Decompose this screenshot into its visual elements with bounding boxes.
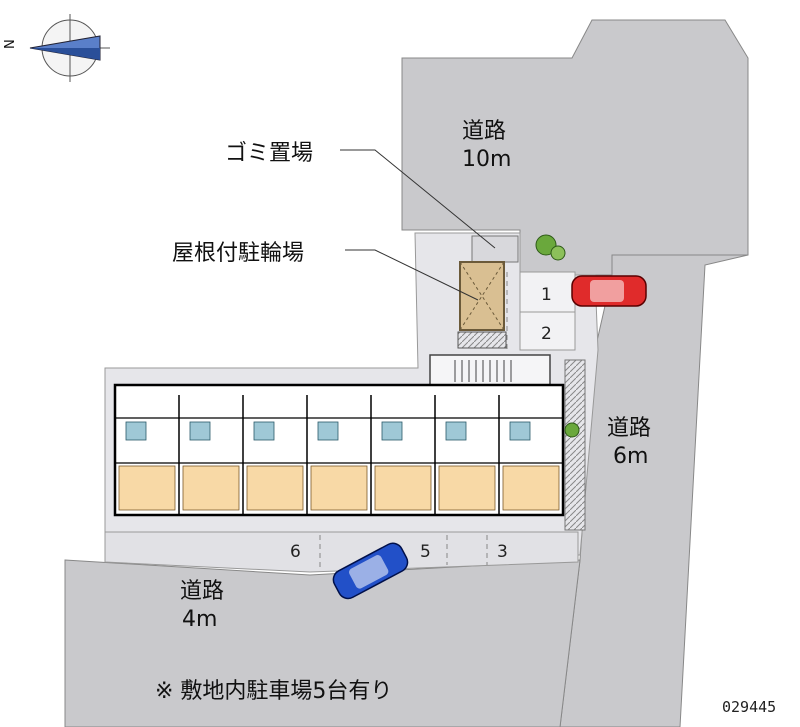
room-floors bbox=[118, 465, 560, 511]
garbage-label: ゴミ置場 bbox=[225, 141, 313, 166]
east-hedge bbox=[564, 359, 586, 531]
tree-north bbox=[535, 234, 557, 256]
parking-number-1: 1 bbox=[541, 285, 552, 305]
footnote: ※ 敷地内駐車場5台有り bbox=[155, 679, 392, 704]
road-south-width: 4m bbox=[182, 607, 217, 632]
tree-east bbox=[564, 422, 580, 438]
road-east-name: 道路 bbox=[607, 416, 651, 441]
bicycle-racks bbox=[457, 331, 507, 349]
garbage-area bbox=[471, 235, 519, 263]
red-car bbox=[571, 275, 647, 307]
road-north-name: 道路 bbox=[462, 119, 506, 144]
parking-number-2: 2 bbox=[541, 324, 552, 344]
parking-number-3: 3 bbox=[497, 542, 508, 562]
tree-north-2 bbox=[550, 245, 566, 261]
road-south-name: 道路 bbox=[180, 579, 224, 604]
bicycle-leader-line bbox=[345, 249, 479, 301]
bathrooms bbox=[125, 421, 531, 441]
property-code: 029445 bbox=[722, 698, 776, 716]
road-south bbox=[64, 559, 581, 727]
bicycle-label: 屋根付駐輪場 bbox=[172, 241, 304, 266]
road-east-width: 6m bbox=[613, 444, 648, 469]
parking-space-1 bbox=[519, 271, 576, 313]
parking-number-6: 6 bbox=[290, 542, 301, 562]
parking-number-5: 5 bbox=[420, 542, 431, 562]
compass-north-letter: N bbox=[3, 39, 18, 49]
garbage-leader-line bbox=[340, 149, 496, 249]
compass-rose: N bbox=[3, 14, 110, 82]
parking-space-2 bbox=[519, 311, 576, 351]
road-north-width: 10m bbox=[462, 147, 511, 172]
south-strip bbox=[104, 531, 579, 573]
blue-car bbox=[332, 542, 409, 600]
